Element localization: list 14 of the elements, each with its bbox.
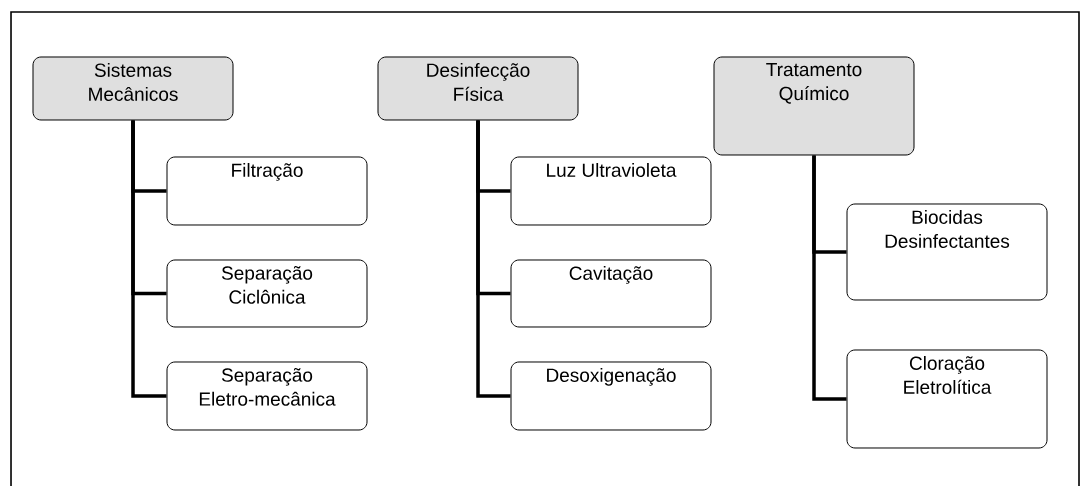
item-box: Separação Ciclônica (166, 259, 368, 328)
category-box: Sistemas Mecânicos (32, 56, 234, 121)
item-box: Filtração (166, 156, 368, 226)
item-box: Luz Ultravioleta (510, 156, 712, 226)
connector-line (476, 120, 511, 398)
item-box: Biocidas Desinfectantes (846, 203, 1048, 301)
item-box: Separação Eletro-mecânica (166, 361, 368, 431)
item-box: Cloração Eletrolítica (846, 349, 1048, 449)
connector-line (812, 155, 847, 401)
item-box: Cavitação (510, 259, 712, 328)
category-box: Desinfecção Física (377, 56, 579, 121)
item-box: Desoxigenação (510, 361, 712, 431)
category-box: Tratamento Químico (713, 56, 915, 156)
connector-line (131, 120, 167, 398)
